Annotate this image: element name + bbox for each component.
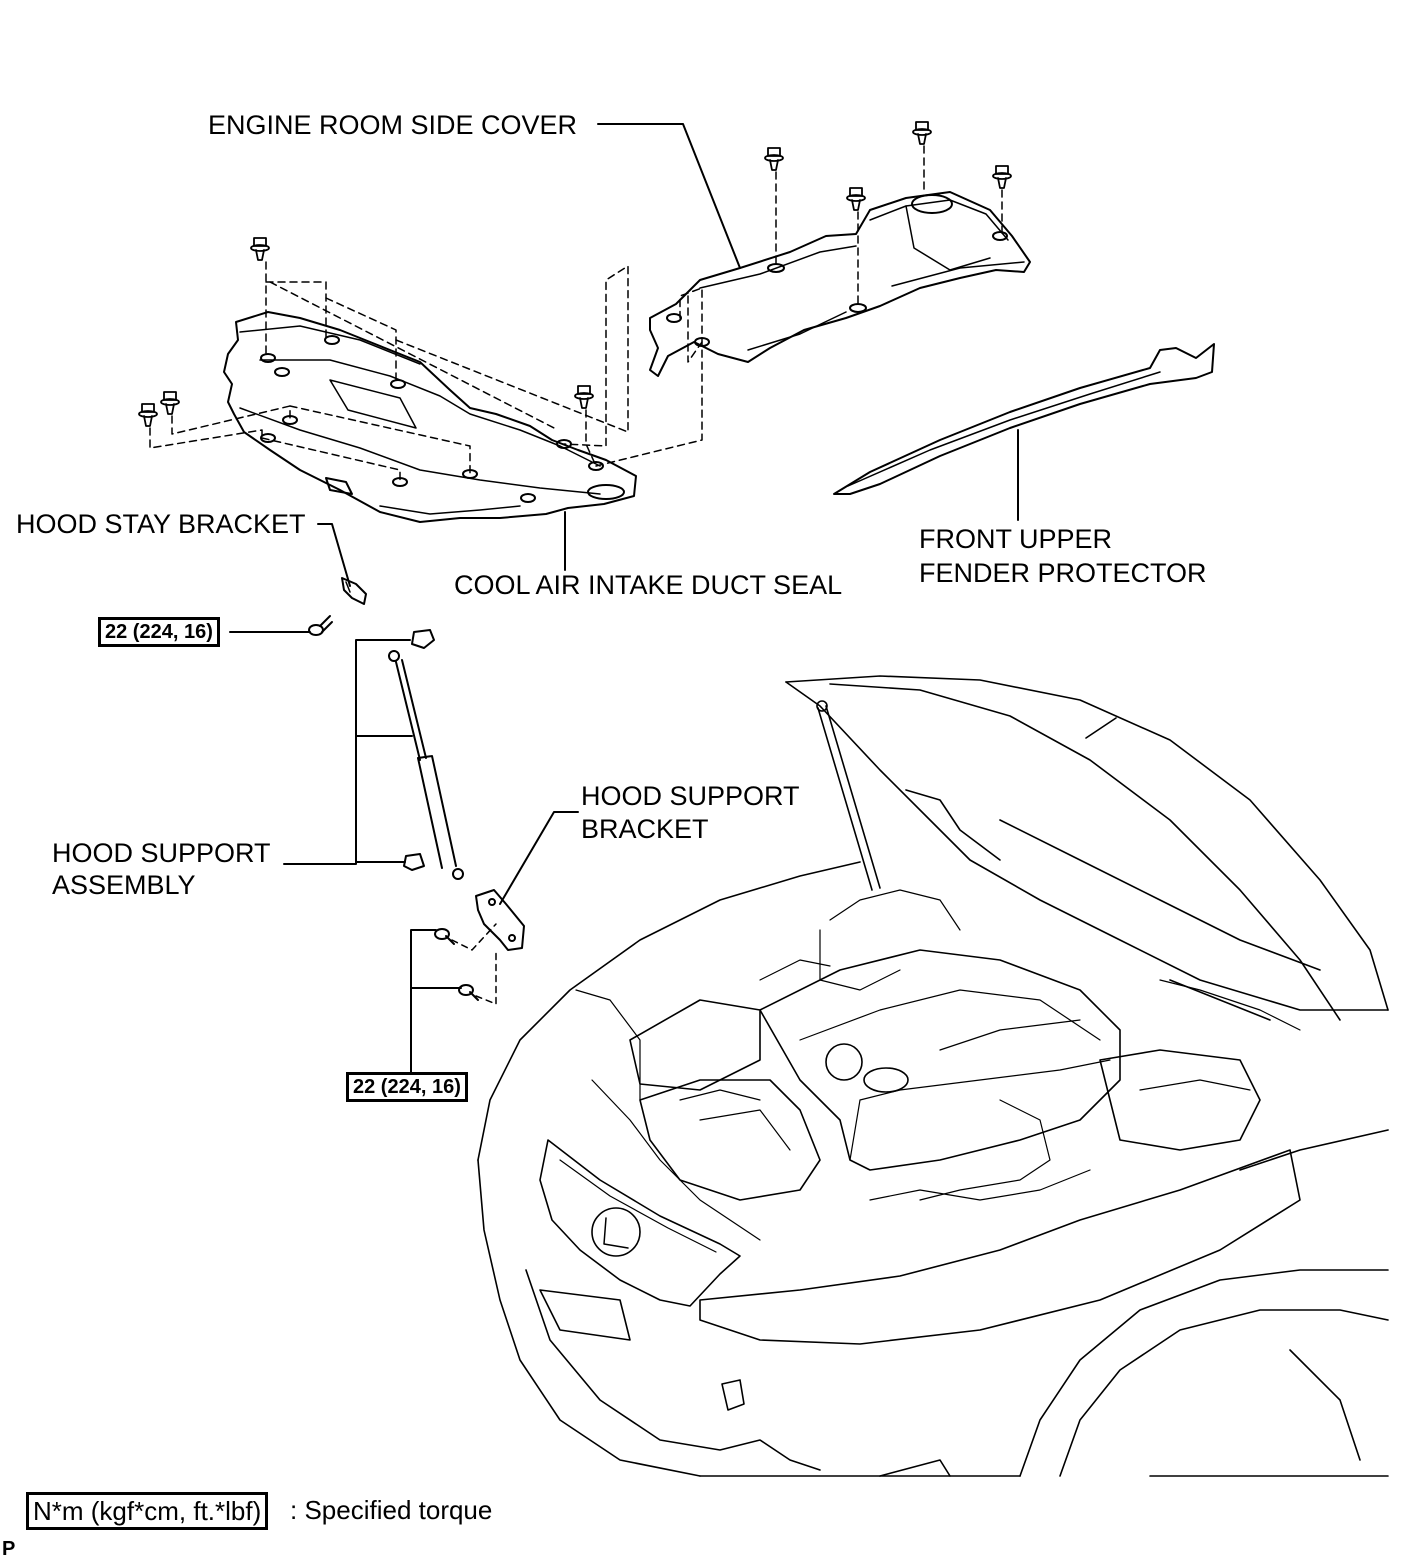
- torque-spec-hood-stay-bracket: 22 (224, 16): [98, 617, 220, 647]
- bolt: [458, 984, 479, 1001]
- hood-support-bracket: [434, 889, 525, 1005]
- hood-support-assembly: [388, 629, 464, 880]
- label-engine-room-side-cover: ENGINE ROOM SIDE COVER: [208, 110, 578, 140]
- clip: [574, 385, 594, 409]
- label-hood-support-assembly-line1: HOOD SUPPORT: [52, 838, 271, 868]
- legend-unit-box: N*m (kgf*cm, ft.*lbf): [26, 1492, 269, 1530]
- clip: [912, 121, 932, 145]
- legend-description: : Specified torque: [290, 1495, 493, 1525]
- front-upper-fender-protector: [833, 343, 1215, 495]
- reference-id: P: [2, 1538, 16, 1560]
- installation-lines: [149, 145, 1003, 483]
- clip: [764, 147, 784, 171]
- clip: [138, 403, 158, 427]
- label-hood-support-assembly-line2: ASSEMBLY: [52, 870, 196, 900]
- clip: [846, 187, 866, 211]
- cool-air-intake-duct-seal: [223, 311, 637, 523]
- bolt: [434, 928, 455, 945]
- label-front-upper-fender-protector-line2: FENDER PROTECTOR: [919, 558, 1207, 588]
- vehicle-front-view: [477, 675, 1389, 1477]
- label-front-upper-fender-protector-line1: FRONT UPPER: [919, 524, 1113, 554]
- clips: [138, 121, 1012, 427]
- hood-stay-bracket: [308, 577, 367, 636]
- clip: [250, 237, 270, 261]
- label-cool-air-intake-duct-seal: COOL AIR INTAKE DUCT SEAL: [454, 570, 843, 600]
- clip: [992, 165, 1012, 189]
- engine-room-side-cover: [649, 191, 1031, 377]
- label-hood-support-bracket-line2: BRACKET: [581, 814, 709, 844]
- label-hood-support-bracket-line1: HOOD SUPPORT: [581, 781, 800, 811]
- clip: [160, 391, 180, 415]
- label-hood-stay-bracket: HOOD STAY BRACKET: [16, 509, 306, 539]
- torque-spec-hood-support-bracket: 22 (224, 16): [346, 1072, 468, 1102]
- leader-lines: [229, 123, 1019, 1073]
- bolt: [308, 615, 333, 636]
